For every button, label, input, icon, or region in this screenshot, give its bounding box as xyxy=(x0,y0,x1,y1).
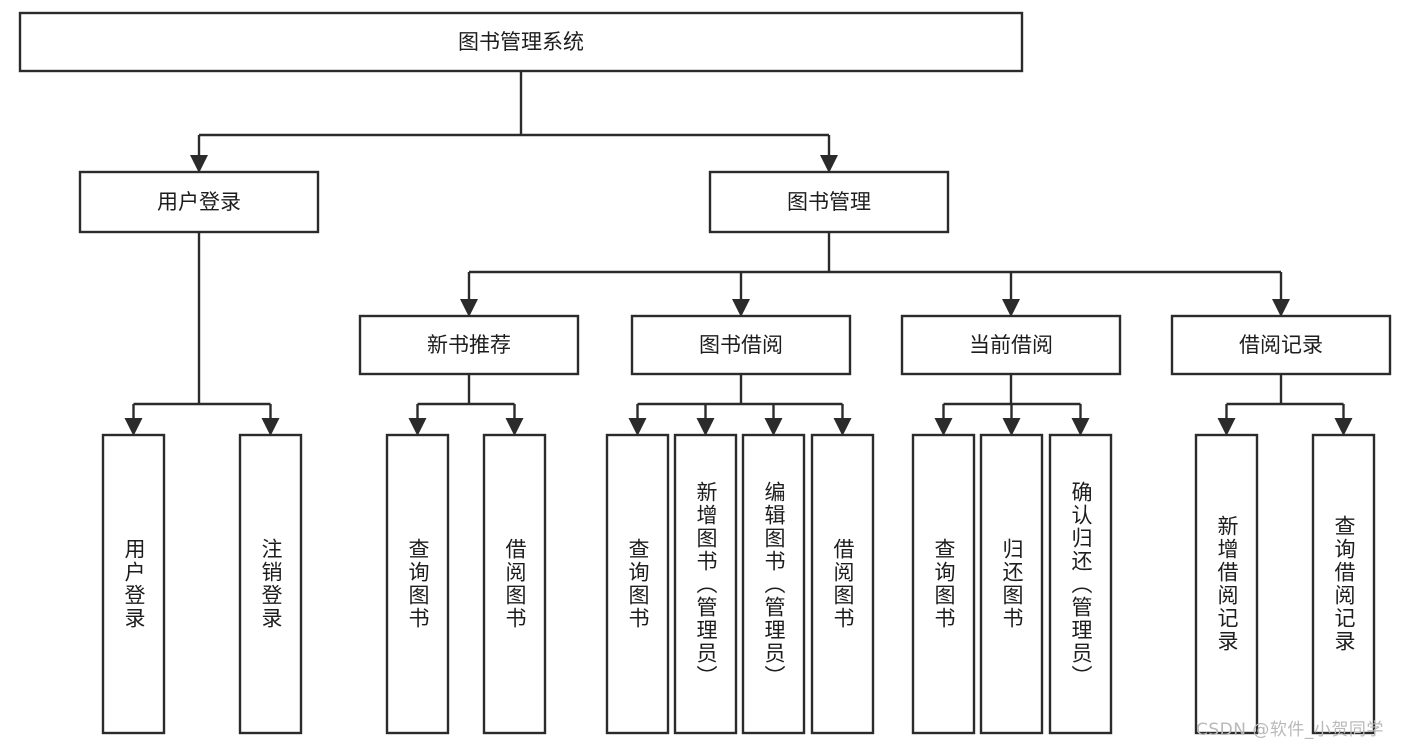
arrow-head-icon xyxy=(1002,418,1021,436)
node-box-l2-borrow[interactable] xyxy=(630,314,852,376)
node-label-l2-new: 新书推荐 xyxy=(427,333,511,357)
node-box-l1-book[interactable] xyxy=(708,170,950,234)
arrow-head-icon xyxy=(124,418,143,436)
arrow-head-icon xyxy=(696,418,715,436)
arrow-head-icon xyxy=(764,418,783,436)
arrow-head-icon xyxy=(408,418,427,436)
node-box-layer xyxy=(18,11,1392,735)
node-box-leaf-user-login[interactable] xyxy=(101,433,166,735)
connector-layer xyxy=(124,71,1353,436)
node-box-leaf-b-edit[interactable] xyxy=(741,433,806,735)
arrow-head-icon xyxy=(1272,299,1290,317)
node-label-l1-user: 用户登录 xyxy=(157,190,241,214)
arrow-head-icon xyxy=(1334,418,1353,436)
arrow-head-icon xyxy=(628,418,647,436)
arrow-head-icon xyxy=(1002,299,1020,317)
arrow-head-icon xyxy=(505,418,524,436)
node-box-leaf-user-logout[interactable] xyxy=(238,433,303,735)
node-box-leaf-r-add[interactable] xyxy=(1194,433,1259,735)
arrow-head-icon xyxy=(732,299,750,317)
node-box-leaf-c-return[interactable] xyxy=(979,433,1044,735)
node-label-l1-book: 图书管理 xyxy=(787,190,871,214)
node-label-l2-current: 当前借阅 xyxy=(969,333,1053,357)
arrow-head-icon xyxy=(460,299,478,317)
node-box-leaf-b-query[interactable] xyxy=(605,433,670,735)
arrow-head-icon xyxy=(190,155,208,173)
node-box-leaf-c-confirm[interactable] xyxy=(1048,433,1113,735)
node-box-leaf-new-borrow[interactable] xyxy=(482,433,547,735)
arrow-head-icon xyxy=(1071,418,1090,436)
node-box-leaf-r-query[interactable] xyxy=(1311,433,1376,735)
node-label-l2-borrow: 图书借阅 xyxy=(699,333,783,357)
node-label-l2-record: 借阅记录 xyxy=(1239,333,1323,357)
node-label-root: 图书管理系统 xyxy=(458,30,584,54)
node-box-l2-new[interactable] xyxy=(358,314,580,376)
node-box-leaf-b-lend[interactable] xyxy=(810,433,875,735)
node-box-leaf-b-add[interactable] xyxy=(673,433,738,735)
node-box-l2-current[interactable] xyxy=(900,314,1122,376)
node-box-leaf-c-query[interactable] xyxy=(911,433,976,735)
arrow-head-icon xyxy=(820,155,838,173)
node-box-l2-record[interactable] xyxy=(1170,314,1392,376)
node-box-root[interactable] xyxy=(18,11,1024,73)
arrow-head-icon xyxy=(261,418,280,436)
arrow-head-icon xyxy=(833,418,852,436)
arrow-head-icon xyxy=(934,418,953,436)
csdn-watermark: CSDN @软件_小贺同学 xyxy=(1196,720,1384,740)
arrow-head-icon xyxy=(1217,418,1236,436)
node-box-l1-user[interactable] xyxy=(78,170,320,234)
node-box-leaf-new-query[interactable] xyxy=(385,433,450,735)
